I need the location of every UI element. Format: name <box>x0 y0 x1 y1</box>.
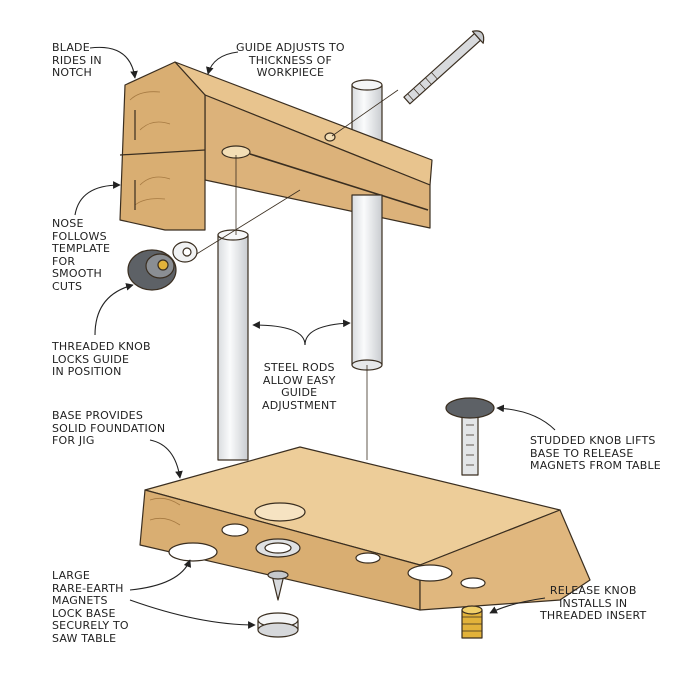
leader-rod-left <box>252 321 306 346</box>
label-blade: BLADE RIDES IN NOTCH <box>52 41 102 79</box>
label-studded-knob: STUDDED KNOB LIFTS BASE TO RELEASE MAGNE… <box>530 434 661 472</box>
studded-knob <box>445 397 495 476</box>
leader-blade <box>89 46 138 79</box>
steel-rod-left <box>217 234 249 461</box>
label-guide: GUIDE ADJUSTS TO THICKNESS OF WORKPIECE <box>236 41 345 79</box>
leader-magnet-1 <box>129 559 191 591</box>
threaded-knob <box>127 249 177 291</box>
threaded-insert <box>461 605 483 639</box>
label-steel-rods: STEEL RODS ALLOW EASY GUIDE ADJUSTMENT <box>262 361 337 412</box>
steel-rod-right <box>351 194 383 366</box>
leader-nose <box>74 181 121 216</box>
label-nose: NOSE FOLLOWS TEMPLATE FOR SMOOTH CUTS <box>52 217 111 293</box>
wood-screw <box>267 570 289 601</box>
leader-base <box>149 439 183 479</box>
leader-threaded-knob <box>94 283 134 336</box>
base <box>139 446 591 611</box>
leader-guide <box>206 51 239 75</box>
label-base: BASE PROVIDES SOLID FOUNDATION FOR JIG <box>52 409 166 447</box>
magnet <box>257 612 299 638</box>
leader-rod-right <box>304 319 351 346</box>
carriage-bolt <box>403 30 485 105</box>
leader-release <box>489 597 546 614</box>
label-magnets: LARGE RARE-EARTH MAGNETS LOCK BASE SECUR… <box>52 569 129 645</box>
label-threaded-knob: THREADED KNOB LOCKS GUIDE IN POSITION <box>52 340 151 378</box>
label-release-knob: RELEASE KNOB INSTALLS IN THREADED INSERT <box>540 584 647 622</box>
leader-studded <box>496 404 556 431</box>
leader-magnet-2 <box>129 599 256 629</box>
